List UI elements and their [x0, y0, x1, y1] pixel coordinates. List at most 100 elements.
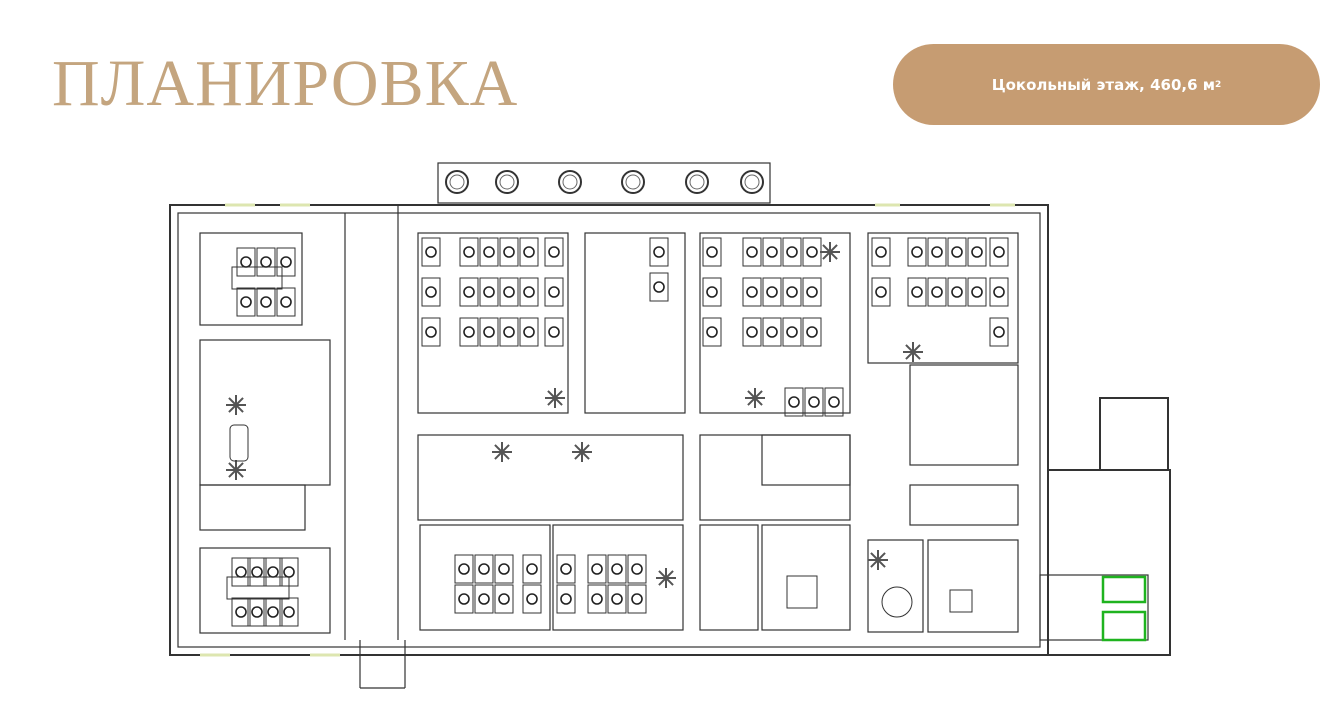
desk: [802, 277, 822, 307]
chair-icon: [828, 396, 840, 408]
desk: [263, 597, 283, 627]
plant-leaf: [905, 351, 914, 360]
chair-icon: [746, 246, 758, 258]
desk: [459, 277, 479, 307]
plant-leaf: [228, 404, 237, 413]
chair-icon: [911, 246, 923, 258]
plant-leaf: [547, 397, 556, 406]
chair-icon: [425, 286, 437, 298]
desk: [279, 597, 299, 627]
desk: [967, 277, 987, 307]
desk: [871, 277, 891, 307]
chair-icon: [653, 281, 665, 293]
chair-icon: [526, 593, 538, 605]
plant-leaf: [665, 577, 674, 586]
desk: [474, 584, 494, 614]
desk: [499, 237, 519, 267]
chair-icon: [806, 326, 818, 338]
chair-icon: [283, 606, 295, 618]
desk: [702, 317, 722, 347]
desk: [459, 317, 479, 347]
desk: [649, 237, 669, 267]
chair-icon: [951, 286, 963, 298]
plant-leaf: [829, 251, 838, 260]
desk: [479, 277, 499, 307]
chair-icon: [458, 593, 470, 605]
desk: [782, 237, 802, 267]
chair-icon: [478, 563, 490, 575]
column-inner: [625, 174, 641, 190]
desk: [907, 237, 927, 267]
desk: [742, 237, 762, 267]
chair-icon: [591, 563, 603, 575]
chair-icon: [503, 286, 515, 298]
meeting-tables: [226, 266, 973, 618]
plant-leaf: [574, 451, 583, 460]
chair-icon: [786, 246, 798, 258]
desk: [247, 597, 267, 627]
desk: [421, 277, 441, 307]
desk: [607, 584, 627, 614]
desk: [479, 317, 499, 347]
plant-leaf: [494, 444, 503, 453]
chair-icon: [746, 286, 758, 298]
chair-icon: [503, 246, 515, 258]
desk: [784, 387, 804, 417]
desk: [454, 584, 474, 614]
chair-icon: [458, 563, 470, 575]
desk: [742, 277, 762, 307]
desk: [474, 554, 494, 584]
desk: [247, 557, 267, 587]
column-inner: [499, 174, 515, 190]
walls: [169, 162, 1171, 689]
chair-icon: [631, 593, 643, 605]
desk: [544, 237, 564, 267]
chair-icon: [425, 246, 437, 258]
facade-columns: [445, 170, 764, 194]
plant-leaf: [574, 444, 583, 453]
chair-icon: [766, 246, 778, 258]
desk: [607, 554, 627, 584]
page-title: ПЛАНИРОВКА: [52, 47, 519, 120]
plant-leaf: [228, 469, 237, 478]
desk: [989, 317, 1009, 347]
chair-icon: [240, 296, 252, 308]
column: [685, 170, 709, 194]
plant-leaf: [665, 570, 674, 579]
desk: [231, 597, 251, 627]
chair-icon: [706, 246, 718, 258]
plant-leaf: [581, 444, 590, 453]
desk: [544, 317, 564, 347]
desk: [802, 237, 822, 267]
column: [558, 170, 582, 194]
chair-icon: [786, 326, 798, 338]
chair-icon: [631, 563, 643, 575]
chair-icon: [548, 246, 560, 258]
chair-icon: [498, 593, 510, 605]
chair-icon: [808, 396, 820, 408]
plant-leaf: [822, 244, 831, 253]
plant-leaf: [228, 462, 237, 471]
desk: [649, 272, 669, 302]
desk: [627, 554, 647, 584]
desk: [802, 317, 822, 347]
chair-icon: [280, 296, 292, 308]
plant-leaf: [228, 397, 237, 406]
chair-icon: [260, 296, 272, 308]
chair-icon: [523, 326, 535, 338]
chair-icon: [911, 286, 923, 298]
chair-icon: [240, 256, 252, 268]
column-inner: [744, 174, 760, 190]
plant-leaf: [501, 451, 510, 460]
chair-icon: [591, 593, 603, 605]
column: [445, 170, 469, 194]
chair-icon: [548, 326, 560, 338]
chair-icon: [786, 286, 798, 298]
chair-icon: [283, 566, 295, 578]
column: [621, 170, 645, 194]
chair-icon: [951, 246, 963, 258]
desk: [519, 317, 539, 347]
chair-icon: [483, 326, 495, 338]
